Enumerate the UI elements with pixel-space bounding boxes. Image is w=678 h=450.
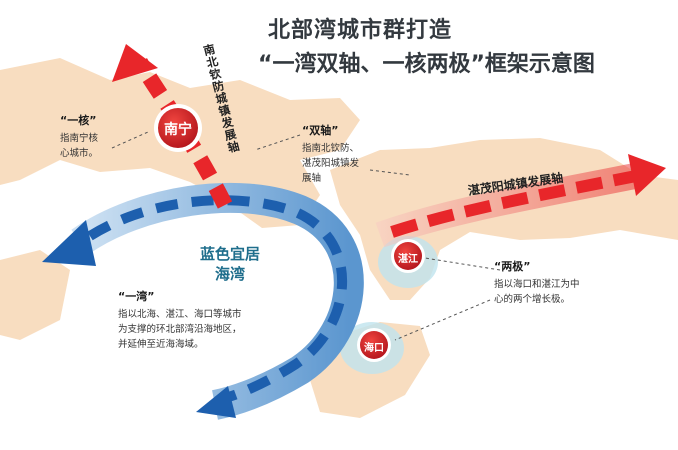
- nanning-marker: [158, 108, 198, 148]
- red-axis-east: [390, 170, 638, 238]
- blue-arrow-west: [42, 220, 96, 266]
- callout-two-axes-line: 展轴: [302, 173, 322, 184]
- red-axis-north: [133, 58, 233, 209]
- leader-pole-zhanjiang: [424, 257, 501, 271]
- red-arrow-east: [628, 154, 666, 196]
- leader-axes-east: [369, 169, 411, 176]
- callout-core-line: 指南宁核: [60, 133, 99, 144]
- city-label-zhanjiang: 湛江: [398, 254, 418, 265]
- callout-core-text: 指南宁核 心城市。: [60, 131, 98, 161]
- callout-two-axes: “双轴” 指南北钦防、 湛茂阳城镇发 展轴: [302, 122, 359, 186]
- callout-one-bay-title: “一湾”: [118, 290, 155, 303]
- callout-two-axes-line: 湛茂阳城镇发: [302, 158, 360, 169]
- callout-one-bay-line: 指以北海、湛江、海口等城市: [118, 309, 242, 320]
- callout-two-axes-text: 指南北钦防、 湛茂阳城镇发 展轴: [302, 141, 359, 186]
- callout-one-bay-line: 为支撑的环北部湾沿海地区，: [118, 324, 242, 335]
- land-vietnam: [0, 250, 70, 340]
- red-arrow-north: [112, 44, 158, 82]
- callout-two-axes-title: “双轴”: [302, 124, 339, 137]
- leader-axes: [254, 134, 301, 151]
- callout-two-poles: “两极” 指以海口和湛江为中 心的两个增长极。: [494, 258, 580, 307]
- callout-core: “一核” 指南宁核 心城市。: [60, 112, 98, 161]
- callout-two-poles-line: 心的两个增长极。: [494, 294, 571, 305]
- callout-two-poles-text: 指以海口和湛江为中 心的两个增长极。: [494, 277, 580, 307]
- blue-bay-arc-dashes: [87, 195, 348, 403]
- bay-label-line-2: 海湾: [215, 265, 246, 283]
- callout-one-bay-text: 指以北海、湛江、海口等城市 为支撑的环北部湾沿海地区， 并延伸至近海海域。: [118, 307, 242, 352]
- haikou-marker: [360, 331, 388, 359]
- callout-two-poles-title: “两极”: [494, 260, 531, 273]
- callout-one-bay-line: 并延伸至近海海域。: [118, 339, 204, 350]
- title-line-2: “一湾双轴、一核两极”框架示意图: [258, 52, 595, 77]
- bay-label-line-1: 蓝色宜居: [200, 245, 261, 263]
- callout-core-title: “一核”: [60, 114, 97, 127]
- leader-pole-haikou: [394, 299, 491, 341]
- callout-two-axes-line: 指南北钦防、: [302, 143, 360, 154]
- city-label-haikou: 海口: [364, 343, 384, 354]
- title-line-1: 北部湾城市群打造: [268, 18, 453, 43]
- city-label-nanning: 南宁: [164, 122, 192, 138]
- leader-core: [111, 131, 149, 149]
- callout-one-bay: “一湾” 指以北海、湛江、海口等城市 为支撑的环北部湾沿海地区， 并延伸至近海海…: [118, 288, 242, 352]
- callout-two-poles-line: 指以海口和湛江为中: [494, 279, 580, 290]
- bay-label: 蓝色宜居 海湾: [200, 244, 260, 284]
- blue-arrow-south: [196, 386, 236, 418]
- zhanjiang-marker: [394, 242, 422, 270]
- callout-core-line: 心城市。: [60, 148, 99, 159]
